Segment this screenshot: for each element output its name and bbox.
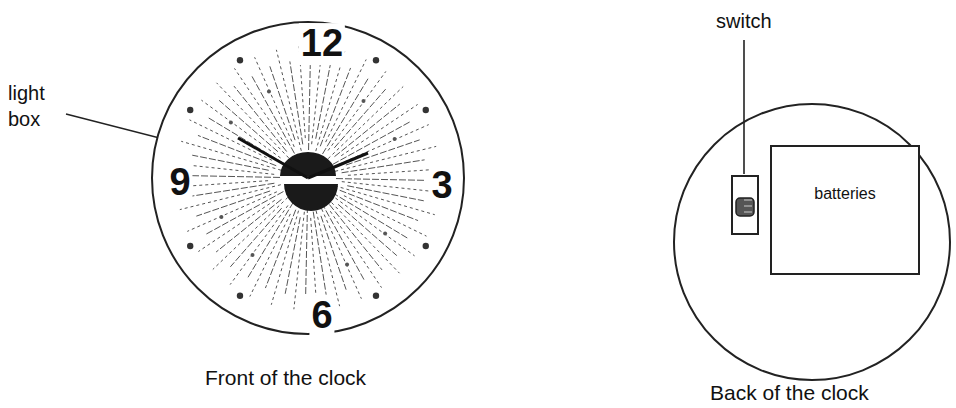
light-box: [284, 184, 338, 211]
clock-numeral: 12: [299, 23, 345, 65]
light-ray: [316, 62, 331, 139]
light-ray: [344, 196, 427, 237]
hour-dot: [423, 243, 429, 249]
battery-box: batteries: [770, 145, 920, 275]
hour-dot: [251, 253, 255, 257]
hour-dot: [345, 263, 349, 267]
battery-outline: [771, 146, 919, 274]
clock-hand: [308, 153, 368, 178]
hour-dot: [423, 107, 429, 113]
switch-slider: [736, 198, 754, 216]
light-ray: [230, 208, 281, 267]
hour-dot: [237, 293, 243, 299]
clock-hand: [238, 138, 308, 178]
clock-face: 12 3 6 9: [150, 20, 466, 336]
light-ray: [328, 87, 403, 159]
light-box: [280, 152, 336, 176]
light-ray: [313, 212, 326, 295]
light-ray: [333, 121, 412, 164]
light-ray: [196, 191, 270, 216]
light-ray: [327, 198, 399, 273]
light-ray: [250, 214, 291, 297]
light-ray: [192, 155, 269, 170]
light-ray: [205, 192, 284, 235]
hour-dot: [187, 243, 193, 249]
light-ray: [316, 51, 345, 151]
hour-dot: [373, 57, 379, 63]
hour-dot: [219, 215, 223, 219]
view-caption: Front of the clock: [205, 366, 366, 389]
light-ray: [294, 212, 304, 309]
clock-numeral: 6: [309, 295, 334, 337]
light-ray: [315, 205, 340, 306]
light-ray: [342, 182, 439, 192]
hour-dot: [229, 121, 233, 125]
hour-dot: [237, 57, 243, 63]
light-ray: [251, 75, 294, 154]
clock-numeral: 9: [167, 162, 192, 204]
light-ray: [322, 209, 362, 299]
switch-body: [732, 176, 758, 234]
part-label: light box: [8, 80, 64, 132]
clock-numeral: 3: [429, 165, 454, 207]
light-ray: [270, 66, 295, 140]
light-ray: [255, 57, 295, 147]
light-ray: [338, 204, 397, 255]
light-ray: [329, 204, 382, 269]
part-label: switch: [716, 10, 772, 32]
hour-dot: [383, 231, 387, 235]
clock-rim: [152, 22, 464, 334]
light-ray: [348, 169, 440, 175]
light-ray: [216, 199, 281, 252]
light-ray: [198, 200, 274, 251]
light-ray: [309, 60, 311, 150]
light-ray: [335, 186, 435, 215]
light-ray: [320, 68, 350, 146]
light-ray: [276, 50, 301, 151]
light-ray: [265, 210, 295, 288]
light-ray: [341, 104, 417, 155]
hour-dot: [373, 293, 379, 299]
light-ray: [190, 176, 280, 178]
view-caption: Back of the clock: [710, 381, 869, 404]
hour-dot: [361, 99, 365, 103]
clock-face-outline: [150, 20, 466, 336]
leader-line: [743, 40, 745, 174]
light-ray: [290, 61, 303, 144]
battery-box-outline: [770, 145, 920, 275]
hour-dot: [187, 107, 193, 113]
light-ray: [334, 89, 385, 148]
light-ray: [271, 205, 300, 305]
light-ray: [346, 140, 420, 165]
switch-ridge: [744, 212, 752, 213]
light-ray: [213, 197, 288, 269]
light-ray: [334, 104, 399, 157]
switch-ridge: [744, 206, 752, 207]
light-ray: [285, 217, 300, 294]
hour-dot: [267, 89, 271, 93]
light-ray: [180, 185, 281, 210]
battery-label: batteries: [814, 185, 875, 203]
light-ray: [306, 206, 308, 296]
light-ray: [321, 216, 346, 290]
light-ray: [187, 192, 277, 232]
light-ray: [342, 160, 425, 173]
light-ray: [190, 120, 273, 161]
light-ray: [330, 211, 381, 287]
light-ray: [198, 135, 276, 165]
light-ray: [191, 183, 274, 196]
switch-ridge: [744, 200, 752, 201]
light-ray: [322, 203, 365, 282]
light-ray: [347, 186, 424, 201]
light-ray: [326, 60, 367, 143]
light-ray: [340, 190, 418, 220]
light-ray: [336, 179, 426, 181]
hour-dot: [393, 137, 397, 141]
light-ray: [234, 68, 285, 144]
clock-back-outline: [674, 104, 950, 380]
